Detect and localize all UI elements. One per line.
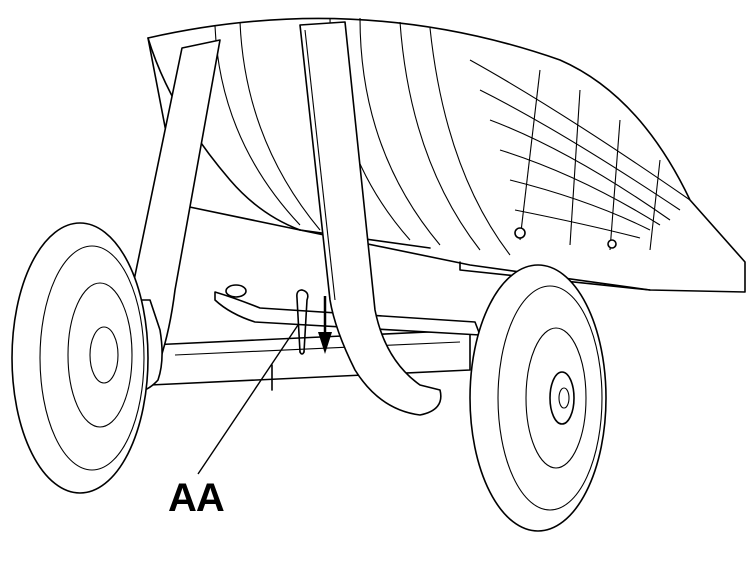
handle-frame-right xyxy=(299,21,442,416)
fan-housing xyxy=(147,17,746,293)
wheel-right xyxy=(469,264,607,532)
fan-guard-grille xyxy=(469,59,691,251)
callout-leader-line xyxy=(197,324,299,475)
insertion-arrow xyxy=(318,296,332,354)
wheel-left xyxy=(11,222,149,494)
cotter-pin xyxy=(296,289,309,355)
callout-label-aa: AA xyxy=(168,476,225,520)
